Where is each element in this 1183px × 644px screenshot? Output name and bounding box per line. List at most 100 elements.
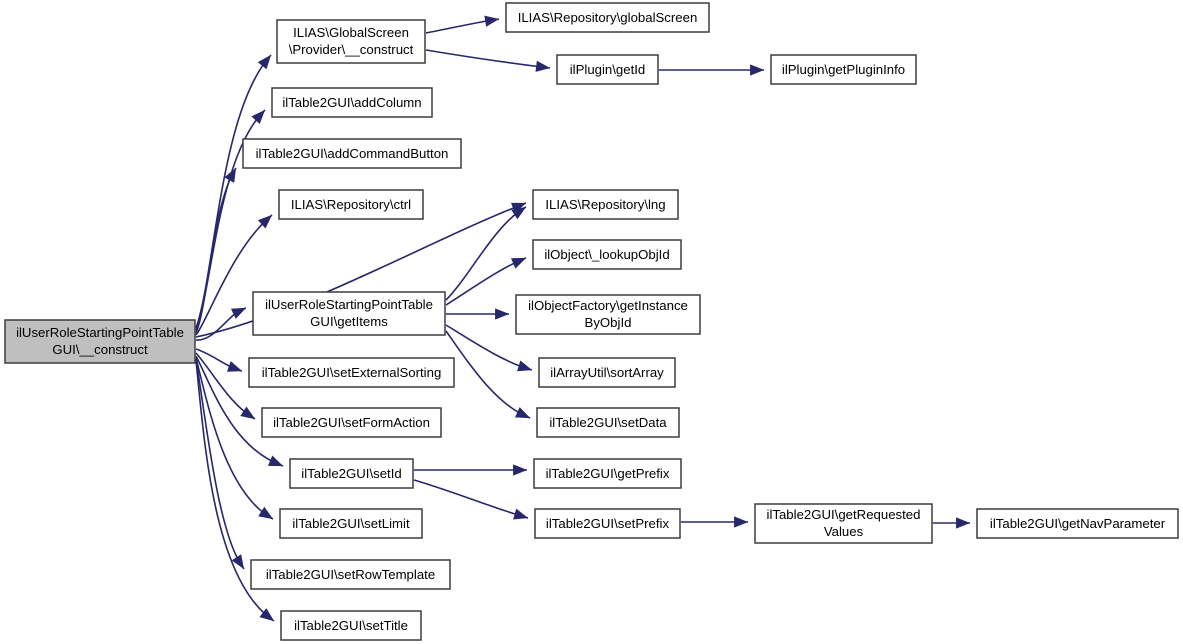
node-label-line1: ILIAS\GlobalScreen xyxy=(293,25,409,40)
graph-node-sortarray[interactable]: ilArrayUtil\sortArray xyxy=(538,357,676,388)
node-box[interactable] xyxy=(533,458,682,489)
node-box[interactable] xyxy=(248,357,455,388)
call-edge xyxy=(195,214,273,336)
call-edge xyxy=(659,64,765,76)
call-edge xyxy=(195,355,284,467)
graph-node-setformaction[interactable]: ilTable2GUI\setFormAction xyxy=(261,407,442,438)
graph-node-getnavparameter[interactable]: ilTable2GUI\getNavParameter xyxy=(976,508,1179,539)
node-label: ilTable2GUI\addCommandButton xyxy=(256,146,449,161)
edge-arrowhead xyxy=(517,360,533,372)
graph-node-settitle[interactable]: ilTable2GUI\setTitle xyxy=(280,610,422,641)
node-box[interactable] xyxy=(532,239,682,270)
edge-arrowhead xyxy=(484,15,500,27)
node-box[interactable] xyxy=(279,508,423,539)
graph-node-lookupobjid[interactable]: ilObject\_lookupObjId xyxy=(532,239,682,270)
node-label: ilTable2GUI\setRowTemplate xyxy=(266,567,435,582)
node-label-line1: ilObjectFactory\getInstance xyxy=(528,298,688,313)
node-box[interactable] xyxy=(534,508,681,539)
graph-node-globalscreen_provider_construct[interactable]: ILIAS\GlobalScreen\Provider\__construct xyxy=(276,19,426,64)
graph-node-ilplugin_getplugininfo[interactable]: ilPlugin\getPluginInfo xyxy=(770,54,917,85)
node-box[interactable] xyxy=(242,138,462,169)
call-edge xyxy=(445,324,533,372)
edge-arrowhead xyxy=(956,517,971,529)
graph-node-setlimit[interactable]: ilTable2GUI\setLimit xyxy=(279,508,423,539)
graph-node-setdata[interactable]: ilTable2GUI\setData xyxy=(536,407,680,438)
node-box[interactable] xyxy=(278,189,424,220)
node-label-line2: GUI\__construct xyxy=(52,342,148,357)
edge-arrowhead xyxy=(495,308,510,320)
call-edge xyxy=(413,479,529,520)
node-label: ilArrayUtil\sortArray xyxy=(550,365,664,380)
call-edge xyxy=(195,357,274,520)
node-box[interactable] xyxy=(538,357,676,388)
edge-arrowhead xyxy=(230,307,247,319)
edge-arrowhead xyxy=(513,464,528,476)
graph-node-addcolumn[interactable]: ilTable2GUI\addColumn xyxy=(271,87,433,118)
edge-arrowhead xyxy=(535,60,551,72)
edge-arrowhead xyxy=(251,109,266,125)
edge-arrowhead xyxy=(750,64,765,76)
node-box[interactable] xyxy=(556,54,659,85)
graph-node-setprefix[interactable]: ilTable2GUI\setPrefix xyxy=(534,508,681,539)
call-edge xyxy=(425,49,551,72)
graph-node-repository_lng[interactable]: ILIAS\Repository\lng xyxy=(532,189,679,220)
call-edge xyxy=(195,360,275,622)
graph-node-root[interactable]: ilUserRoleStartingPointTableGUI\__constr… xyxy=(4,319,196,364)
graph-node-repository_globalscreen[interactable]: ILIAS\Repository\globalScreen xyxy=(505,2,710,33)
node-label-line1: ilUserRoleStartingPointTable xyxy=(265,297,433,312)
node-box[interactable] xyxy=(271,87,433,118)
graph-node-ilplugin_getid[interactable]: ilPlugin\getId xyxy=(556,54,659,85)
node-label: ilPlugin\getId xyxy=(570,62,646,77)
graph-node-getprefix[interactable]: ilTable2GUI\getPrefix xyxy=(533,458,682,489)
node-label: ilTable2GUI\setFormAction xyxy=(273,415,430,430)
edge-arrowhead xyxy=(257,214,273,229)
graph-node-repository_ctrl[interactable]: ILIAS\Repository\ctrl xyxy=(278,189,424,220)
call-edge xyxy=(195,352,256,420)
call-edge xyxy=(195,167,237,334)
edges-layer xyxy=(195,15,971,622)
edge-arrowhead xyxy=(259,608,275,622)
call-edge xyxy=(445,206,527,301)
node-box[interactable] xyxy=(532,189,679,220)
edge-arrowhead xyxy=(258,506,274,520)
node-label: ilTable2GUI\getNavParameter xyxy=(990,516,1166,531)
node-label-line1: ilTable2GUI\getRequested xyxy=(767,507,921,522)
node-label: ilTable2GUI\setPrefix xyxy=(546,516,670,531)
node-box[interactable] xyxy=(250,559,451,590)
nodes-layer: ilUserRoleStartingPointTableGUI\__constr… xyxy=(4,2,1179,641)
node-box[interactable] xyxy=(536,407,680,438)
call-edge xyxy=(195,348,243,372)
node-box[interactable] xyxy=(289,458,414,489)
node-box[interactable] xyxy=(515,294,701,335)
call-edge xyxy=(681,516,749,528)
graph-node-setexternalsorting[interactable]: ilTable2GUI\setExternalSorting xyxy=(248,357,455,388)
node-label-line2: ByObjId xyxy=(585,315,632,330)
node-box[interactable] xyxy=(754,503,933,544)
node-box[interactable] xyxy=(505,2,710,33)
node-label: ilObject\_lookupObjId xyxy=(544,247,669,262)
node-box[interactable] xyxy=(976,508,1179,539)
node-label: ilTable2GUI\setLimit xyxy=(292,516,410,531)
graph-node-setid[interactable]: ilTable2GUI\setId xyxy=(289,458,414,489)
edge-arrowhead xyxy=(257,54,272,70)
edge-arrowhead xyxy=(513,508,529,520)
node-box[interactable] xyxy=(4,319,196,364)
node-label: ilPlugin\getPluginInfo xyxy=(782,62,905,77)
node-box[interactable] xyxy=(280,610,422,641)
node-box[interactable] xyxy=(770,54,917,85)
call-edge xyxy=(445,257,527,306)
graph-node-addcommandbutton[interactable]: ilTable2GUI\addCommandButton xyxy=(242,138,462,169)
edge-arrowhead xyxy=(511,206,527,220)
call-edge xyxy=(195,358,245,570)
edge-arrowhead xyxy=(514,407,531,419)
graph-node-setrowtemplate[interactable]: ilTable2GUI\setRowTemplate xyxy=(250,559,451,590)
node-box[interactable] xyxy=(276,19,426,64)
node-box[interactable] xyxy=(261,407,442,438)
edge-arrowhead xyxy=(267,455,284,467)
node-box[interactable] xyxy=(252,291,446,336)
